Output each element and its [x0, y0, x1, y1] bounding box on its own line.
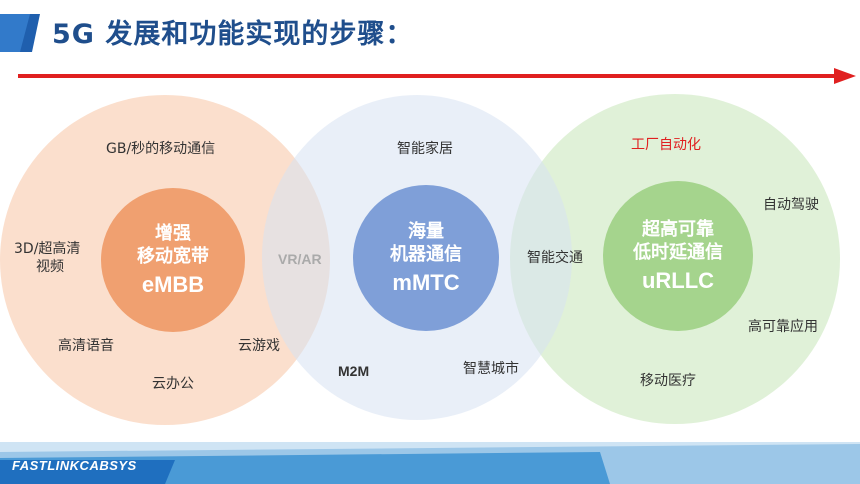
brand-logo-text: FASTLINKCABSYS [12, 458, 137, 473]
mmtc-name-line1: 海量 [408, 221, 444, 242]
timeline-arrow-icon [18, 68, 856, 84]
mmtc-app-label: M2M [338, 363, 370, 379]
urllc-app-label: 高可靠应用 [748, 319, 818, 335]
vr-ar-label: VR/AR [278, 251, 322, 267]
urllc-name-line2: 低时延通信 [633, 242, 723, 263]
embb-app-label: 高清语音 [58, 338, 114, 354]
mmtc-app-label: 智能家居 [397, 141, 453, 157]
embb-app-label: 3D/超高清 [14, 241, 81, 257]
page-title: 5G 发展和功能实现的步骤： [52, 19, 414, 50]
mmtc-name-line2: 机器通信 [390, 244, 462, 265]
embb-app-label: 云游戏 [238, 338, 280, 354]
mmtc-abbr: mMTC [392, 270, 460, 295]
embb-app-label: GB/秒的移动通信 [106, 141, 216, 157]
embb-app-label: 视频 [36, 259, 64, 275]
urllc-app-label-highlight: 工厂自动化 [631, 137, 701, 153]
embb-app-label: 云办公 [152, 376, 194, 392]
urllc-name-line1: 超高可靠 [642, 219, 714, 240]
mmtc-app-label: 智慧城市 [463, 361, 519, 377]
footer-band [0, 442, 860, 484]
title-accent-icon [0, 14, 40, 52]
urllc-core: 超高可靠 低时延通信 uRLLC [603, 181, 753, 331]
urllc-app-label: 智能交通 [527, 250, 583, 266]
urllc-abbr: uRLLC [641, 268, 715, 293]
embb-core: 增强 移动宽带 eMBB [101, 188, 245, 332]
urllc-app-label: 移动医疗 [640, 373, 696, 389]
embb-abbr: eMBB [141, 272, 205, 297]
urllc-app-label: 自动驾驶 [763, 197, 819, 213]
embb-name-line2: 移动宽带 [137, 246, 209, 267]
embb-name-line1: 增强 [155, 223, 191, 244]
mmtc-core: 海量 机器通信 mMTC [353, 185, 499, 331]
